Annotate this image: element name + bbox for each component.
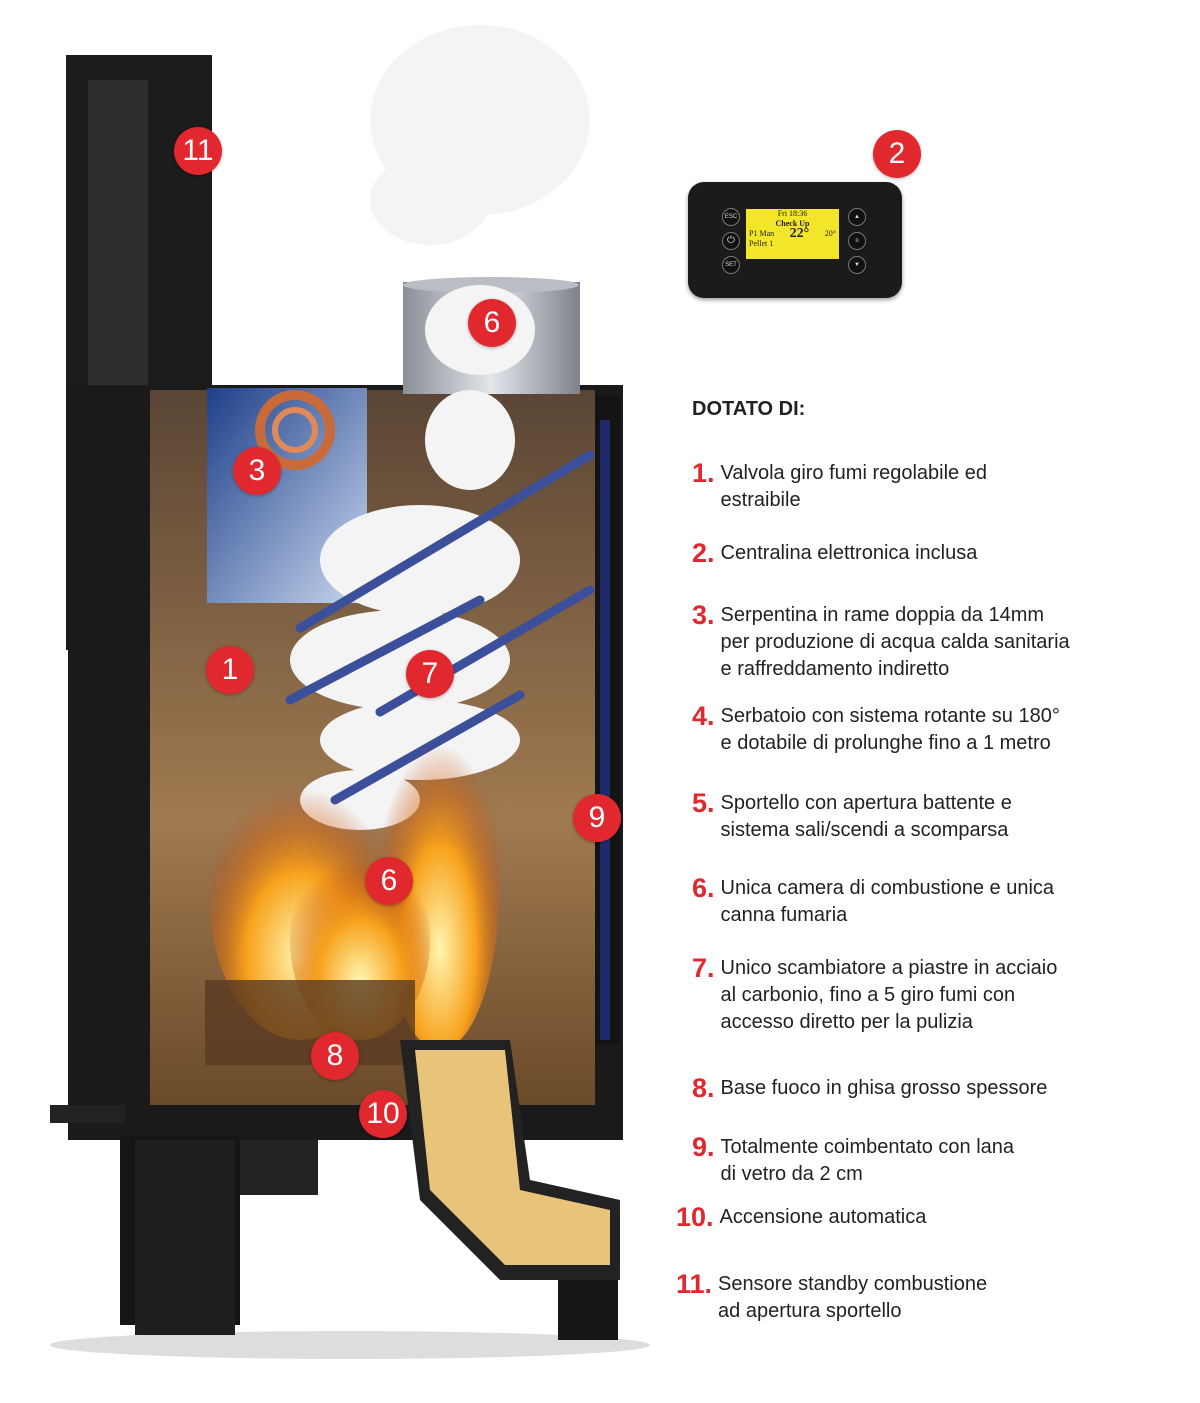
lcd-temperature: 22° bbox=[789, 226, 810, 241]
down-arrow-button[interactable]: ▼ bbox=[848, 256, 866, 274]
feature-text: Serpentina in rame doppia da 14mm per pr… bbox=[720, 604, 1070, 680]
feature-number: 3. bbox=[692, 600, 715, 630]
feature-text: Sportello con apertura battente e sistem… bbox=[720, 792, 1012, 841]
feature-item: 8.Base fuoco in ghisa grosso spessore bbox=[692, 1075, 1047, 1105]
feature-text: Sensore standby combustione ad apertura … bbox=[718, 1273, 988, 1322]
feature-number: 10. bbox=[676, 1202, 714, 1232]
badge-11: 11 bbox=[174, 127, 222, 175]
feature-item: 9.Totalmente coimbentato con lana di vet… bbox=[692, 1134, 1014, 1188]
lcd-time: Fri 18:36 bbox=[777, 209, 808, 218]
feature-text: Valvola giro fumi regolabile ed estraibi… bbox=[720, 462, 987, 511]
set-button[interactable]: SET bbox=[722, 256, 740, 274]
badge-6-chamber: 6 bbox=[365, 857, 413, 905]
feature-item: 5.Sportello con apertura battente e sist… bbox=[692, 790, 1012, 844]
feature-item: 3.Serpentina in rame doppia da 14mm per … bbox=[692, 602, 1070, 683]
badge-2: 2 bbox=[873, 130, 921, 178]
feature-number: 1. bbox=[692, 458, 715, 488]
feature-number: 6. bbox=[692, 873, 715, 903]
lcd-fuel: Pellet 1 bbox=[749, 239, 774, 248]
badge-9: 9 bbox=[573, 794, 621, 842]
feature-text: Accensione automatica bbox=[719, 1206, 927, 1228]
menu-button[interactable]: ≡ bbox=[848, 232, 866, 250]
lcd-setpoint: 20° bbox=[824, 229, 836, 238]
feature-number: 7. bbox=[692, 953, 715, 983]
feature-text: Serbatoio con sistema rotante su 180° e … bbox=[720, 705, 1060, 754]
lcd-mode: P1 Man bbox=[749, 229, 775, 238]
feature-text: Base fuoco in ghisa grosso spessore bbox=[720, 1077, 1048, 1099]
esc-button[interactable]: ESC bbox=[722, 208, 740, 226]
features-heading: DOTATO DI: bbox=[692, 398, 806, 420]
feature-number: 8. bbox=[692, 1073, 715, 1103]
lcd-status: Check Up bbox=[775, 219, 810, 228]
feature-item: 2.Centralina elettronica inclusa bbox=[692, 540, 977, 570]
feature-item: 4.Serbatoio con sistema rotante su 180° … bbox=[692, 703, 1060, 757]
feature-number: 5. bbox=[692, 788, 715, 818]
up-arrow-button[interactable]: ▲ bbox=[848, 208, 866, 226]
feature-text: Unica camera di combustione e unica cann… bbox=[720, 877, 1055, 926]
feature-text: Totalmente coimbentato con lana di vetro… bbox=[720, 1136, 1015, 1185]
badge-1: 1 bbox=[206, 646, 254, 694]
feature-number: 9. bbox=[692, 1132, 715, 1162]
feature-number: 4. bbox=[692, 701, 715, 731]
feature-item: 10.Accensione automatica bbox=[676, 1204, 926, 1234]
feature-item: 7.Unico scambiatore a piastre in acciaio… bbox=[692, 955, 1057, 1036]
badge-3: 3 bbox=[233, 447, 281, 495]
feature-number: 11. bbox=[676, 1269, 713, 1299]
feature-text: Centralina elettronica inclusa bbox=[720, 542, 978, 564]
feature-item: 1.Valvola giro fumi regolabile ed estrai… bbox=[692, 460, 987, 514]
badge-6-flue: 6 bbox=[468, 299, 516, 347]
feature-number: 2. bbox=[692, 538, 715, 568]
feature-item: 6.Unica camera di combustione e unica ca… bbox=[692, 875, 1054, 929]
badge-7: 7 bbox=[406, 650, 454, 698]
power-button[interactable]: ⏻ bbox=[722, 232, 740, 250]
badge-10: 10 bbox=[359, 1090, 407, 1138]
feature-text: Unico scambiatore a piastre in acciaio a… bbox=[720, 957, 1058, 1033]
feature-item: 11.Sensore standby combustione ad apertu… bbox=[676, 1271, 987, 1325]
badge-8: 8 bbox=[311, 1032, 359, 1080]
